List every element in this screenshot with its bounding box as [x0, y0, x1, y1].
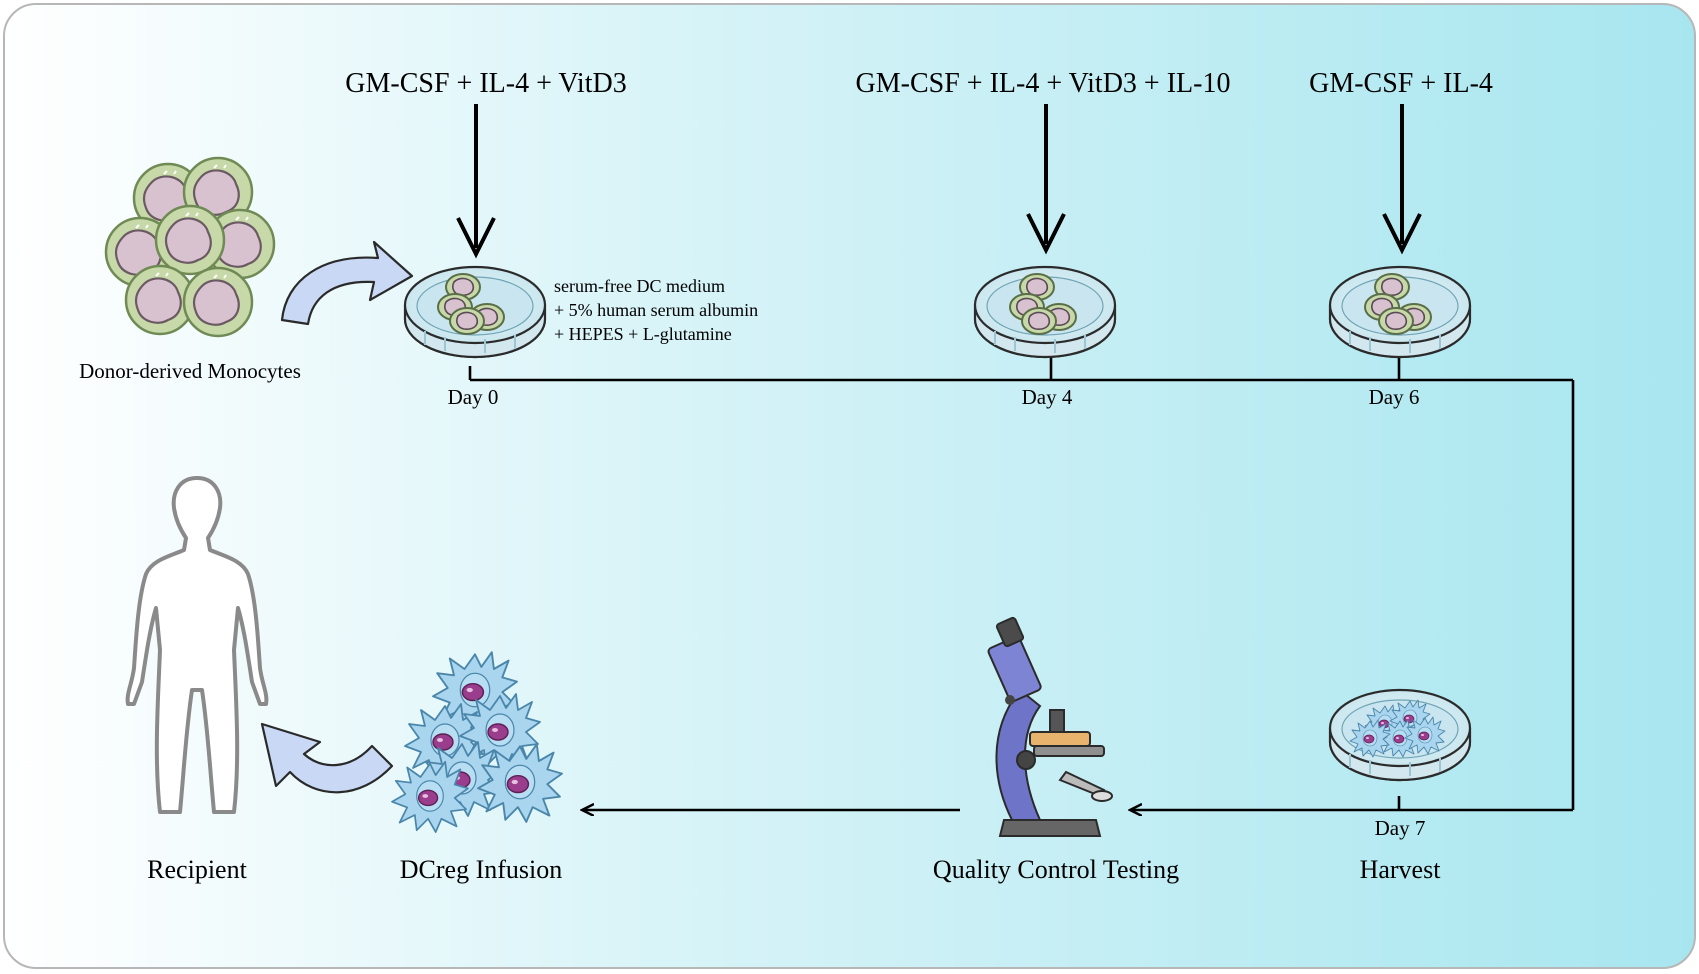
stimulus-day6: GM-CSF + IL-4	[1309, 68, 1493, 99]
medium-line-1: serum-free DC medium	[554, 276, 725, 296]
medium-line-2: + 5% human serum albumin	[554, 300, 759, 320]
day4-label: Day 4	[1021, 385, 1073, 409]
recipient-human-icon	[125, 476, 269, 814]
day7-label: Day 7	[1374, 816, 1426, 840]
stimulus-day0: GM-CSF + IL-4 + VitD3	[345, 68, 627, 99]
stimulus-arrows	[456, 104, 1422, 259]
curved-arrow-to-recipient	[260, 722, 394, 794]
stimulus-day4: GM-CSF + IL-4 + VitD3 + IL-10	[855, 68, 1231, 99]
recipient-label: Recipient	[147, 855, 247, 884]
day0-label: Day 0	[447, 385, 499, 409]
quality-control-label: Quality Control Testing	[932, 855, 1180, 884]
dish-day7-harvest	[1328, 688, 1472, 782]
dish-day6	[1328, 265, 1472, 359]
background-frame	[3, 3, 1696, 969]
harvest-label: Harvest	[1359, 855, 1441, 884]
dish-day4	[973, 265, 1117, 359]
monocytes-label: Donor-derived Monocytes	[79, 359, 301, 383]
dish-day0	[403, 265, 547, 359]
top-timeline	[468, 350, 1575, 810]
medium-line-3: + HEPES + L-glutamine	[554, 324, 732, 344]
dcreg-infusion-label: DCreg Infusion	[399, 855, 563, 884]
microscope-icon	[987, 616, 1113, 837]
day6-label: Day 6	[1368, 385, 1420, 409]
